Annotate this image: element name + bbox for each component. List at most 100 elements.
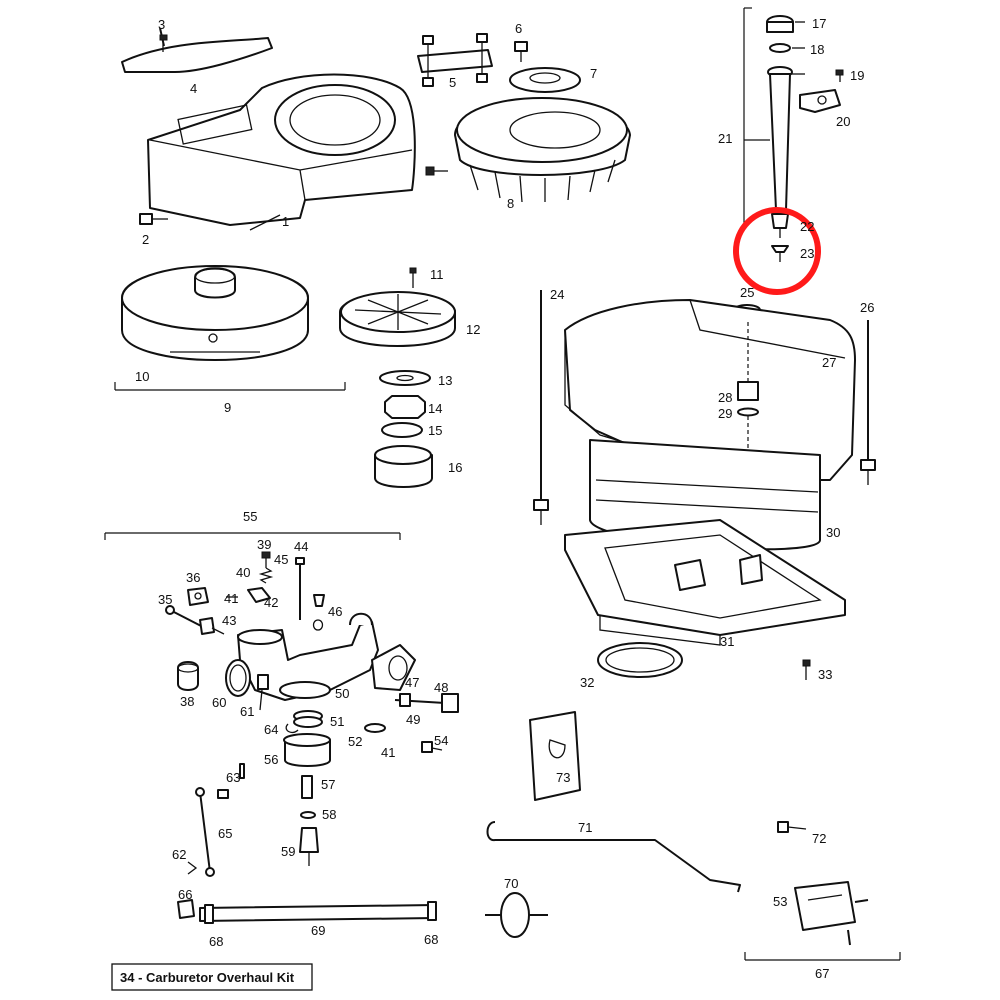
label-part-13: 13 (438, 373, 452, 388)
label-part-44: 44 (294, 539, 308, 554)
label-part-41a: 41 (224, 591, 238, 606)
label-part-38: 38 (180, 694, 194, 709)
label-part-31: 31 (720, 634, 734, 649)
part-5-bracket (417, 33, 493, 87)
part-8-flywheel (454, 97, 631, 203)
part-20-bracket (799, 89, 841, 113)
label-part-60: 60 (212, 695, 226, 710)
part-38-bushing (177, 661, 199, 691)
label-part-17: 17 (812, 16, 826, 31)
label-part-3: 3 (158, 17, 165, 32)
part-69-fuel-line (199, 904, 436, 922)
label-part-41b: 41 (381, 745, 395, 760)
label-part-53: 53 (773, 894, 787, 909)
label-part-7: 7 (590, 66, 597, 81)
part-29-washer (737, 407, 759, 417)
label-part-18: 18 (810, 42, 824, 57)
part-22-grommet (771, 213, 789, 238)
part-3-screw (159, 34, 168, 52)
part-24-stud (533, 290, 549, 525)
blower-screw (425, 166, 448, 176)
label-part-16: 16 (448, 460, 462, 475)
kit-label-box: 34 - Carburetor Overhaul Kit (111, 963, 313, 991)
part-42-lever (247, 587, 271, 603)
part-59-nozzle (299, 827, 319, 866)
label-part-73: 73 (556, 770, 570, 785)
label-part-68a: 68 (209, 934, 223, 949)
label-part-52: 52 (348, 734, 362, 749)
label-part-24: 24 (550, 287, 564, 302)
linkage-screw (217, 789, 229, 799)
part-12-starter-ratchet (339, 291, 456, 347)
label-part-50: 50 (335, 686, 349, 701)
part-54-screw (421, 741, 443, 753)
label-part-70: 70 (504, 876, 518, 891)
part-60-gasket (225, 659, 251, 697)
label-part-55: 55 (243, 509, 257, 524)
part-68-clamp-left (204, 904, 214, 924)
part-56-float (283, 733, 331, 767)
label-part-32: 32 (580, 675, 594, 690)
part-52-washer (364, 723, 386, 733)
part-46-clip (312, 594, 325, 631)
label-part-1: 1 (282, 214, 289, 229)
label-part-28: 28 (718, 390, 732, 405)
part-21-fill-tube (767, 66, 793, 211)
part-19-screw (835, 69, 844, 82)
label-part-42: 42 (264, 595, 278, 610)
label-part-12: 12 (466, 322, 480, 337)
label-part-57: 57 (321, 777, 335, 792)
label-part-33: 33 (818, 667, 832, 682)
label-part-51: 51 (330, 714, 344, 729)
label-part-68b: 68 (424, 932, 438, 947)
part-14-nut (384, 395, 426, 419)
part-64-ring (285, 723, 299, 734)
label-part-40: 40 (236, 565, 250, 580)
part-labels: 1 2 3 4 5 6 7 8 9 10 11 12 13 14 15 16 1… (135, 16, 874, 981)
label-part-5: 5 (449, 75, 456, 90)
part-63-spring (239, 763, 245, 779)
part-15-washer (381, 422, 423, 438)
part-73-gasket (529, 711, 581, 801)
label-part-10: 10 (135, 369, 149, 384)
label-part-39: 39 (257, 537, 271, 552)
part-48-spring (441, 693, 459, 713)
label-part-64: 64 (264, 722, 278, 737)
part-4-shroud-strip (121, 27, 273, 73)
part-35-throttle-shaft (165, 605, 206, 629)
part-66-clamp (177, 899, 195, 919)
label-part-4: 4 (190, 81, 197, 96)
label-part-46: 46 (328, 604, 342, 619)
part-26-stud (860, 320, 876, 485)
part-18-o-ring (769, 43, 791, 53)
part-43-screw (199, 617, 225, 635)
label-part-20: 20 (836, 114, 850, 129)
label-part-71: 71 (578, 820, 592, 835)
label-part-65: 65 (218, 826, 232, 841)
part-68-clamp-right (427, 901, 437, 921)
part-33-screw (802, 659, 811, 680)
label-part-56: 56 (264, 752, 278, 767)
part-65-link-rod (195, 787, 215, 877)
part-36-plate (187, 587, 209, 606)
part-39-screw (261, 551, 271, 568)
label-part-43: 43 (222, 613, 236, 628)
label-part-11: 11 (430, 267, 444, 282)
part-44-rod (295, 557, 305, 620)
part-57-main-jet (301, 775, 313, 799)
label-part-19: 19 (850, 68, 864, 83)
part-6-bolt (514, 41, 528, 62)
label-part-45: 45 (274, 552, 288, 567)
label-part-21: 21 (718, 131, 732, 146)
part-16-starter-cup (374, 445, 433, 488)
part-50-float-bowl (279, 681, 331, 699)
part-58-washer (300, 811, 316, 819)
label-part-25: 25 (740, 285, 754, 300)
label-part-61: 61 (240, 704, 254, 719)
part-53-fuel-pump (794, 881, 869, 946)
label-part-30: 30 (826, 525, 840, 540)
label-part-6: 6 (515, 21, 522, 36)
label-part-26: 26 (860, 300, 874, 315)
part-71-governor-link (486, 821, 741, 893)
